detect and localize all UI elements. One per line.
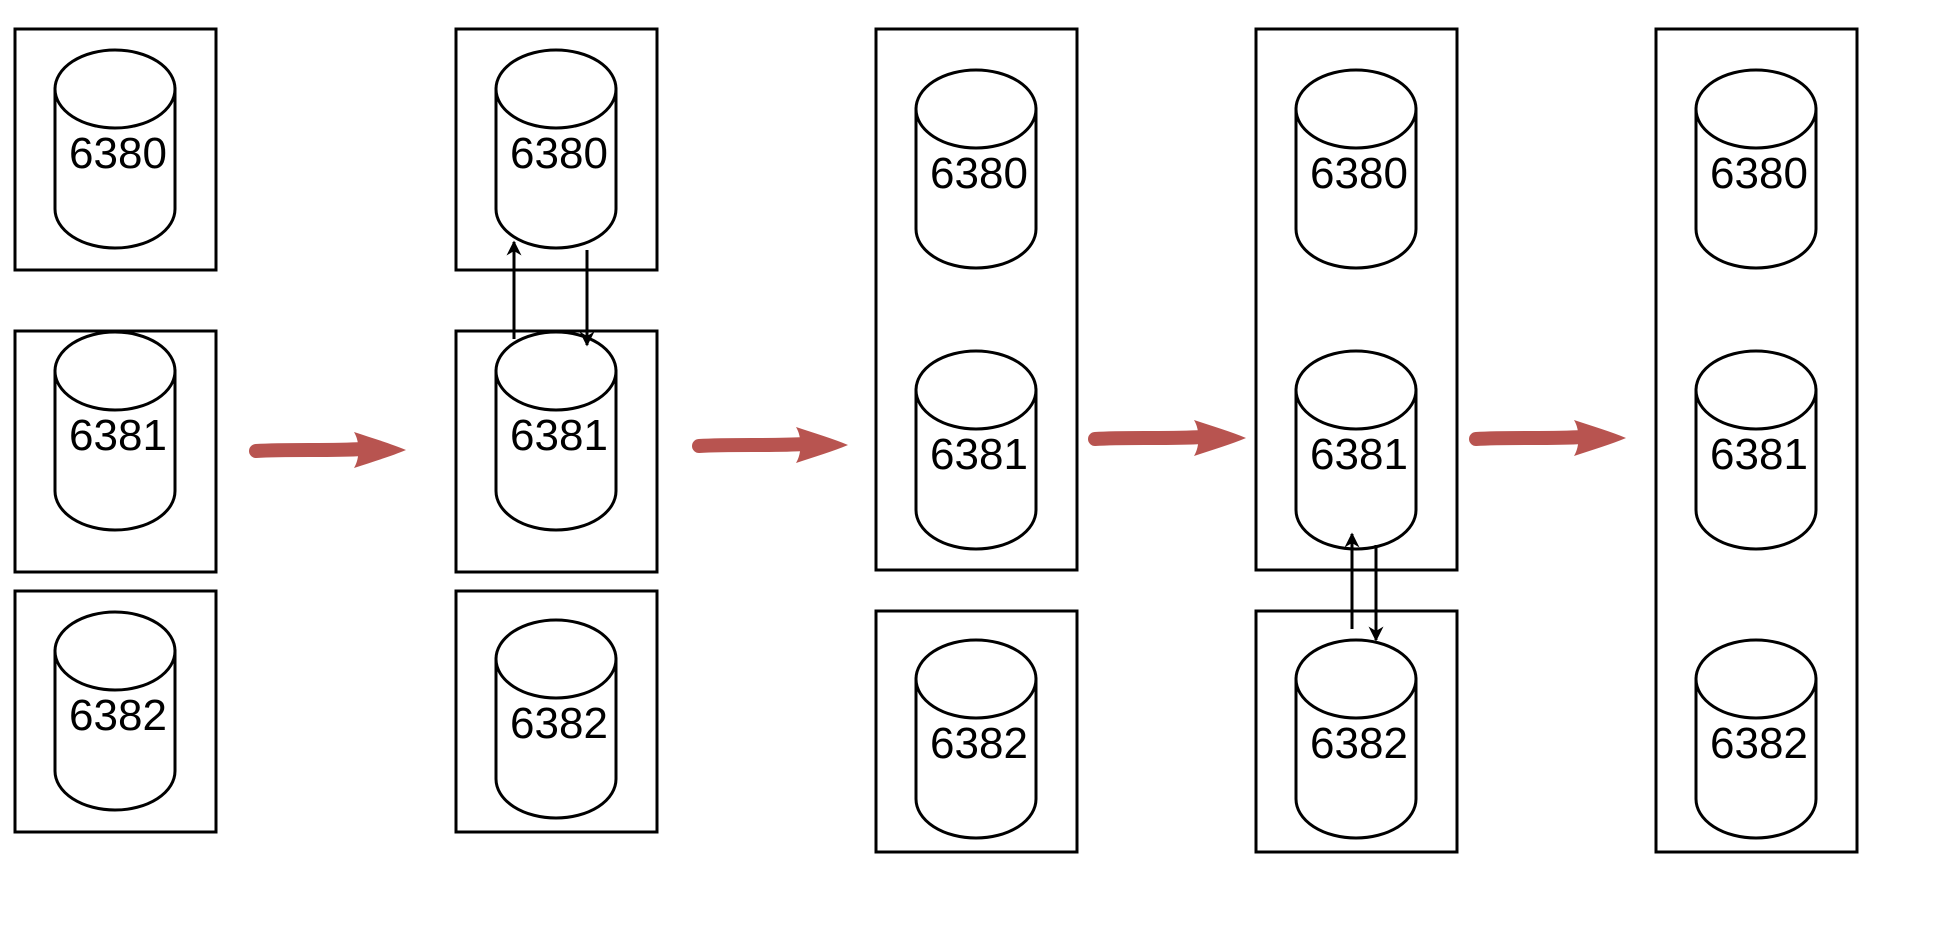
node-box: [13, 27, 218, 272]
node-label: 6380: [1310, 149, 1408, 198]
node-label: 6381: [1310, 430, 1408, 479]
node-label: 6381: [69, 411, 167, 460]
stage-2: 6380 6381 6382: [454, 27, 659, 834]
node-label: 6380: [69, 129, 167, 178]
node-label: 6381: [1710, 430, 1808, 479]
node-label: 6382: [1310, 719, 1408, 768]
node-box: [1254, 609, 1459, 854]
node-box: [13, 589, 218, 834]
node-label: 6380: [1710, 149, 1808, 198]
node-label: 6382: [1710, 719, 1808, 768]
transition-arrow-icon: [1088, 420, 1246, 456]
database-cylinder-icon: 6382: [53, 610, 177, 812]
node-label: 6382: [510, 699, 608, 748]
database-cylinder-icon: 6382: [914, 638, 1038, 840]
node-label: 6380: [930, 149, 1028, 198]
node-box: [1654, 27, 1859, 854]
node-box: [874, 27, 1079, 572]
node-box: [454, 589, 659, 834]
node-box: [874, 609, 1079, 854]
stage-3: 6380 6381 6382: [874, 27, 1079, 854]
database-cylinder-icon: 6381: [53, 330, 177, 532]
transition-arrow-icon: [1469, 420, 1626, 456]
transition-arrow-icon: [249, 432, 406, 468]
node-label: 6381: [510, 411, 608, 460]
database-cylinder-icon: 6381: [914, 349, 1038, 551]
database-cylinder-icon: 6382: [494, 618, 618, 820]
node-box: [1254, 27, 1459, 572]
database-cylinder-icon: 6380: [914, 68, 1038, 270]
node-box: [454, 27, 659, 272]
node-label: 6382: [930, 719, 1028, 768]
database-cylinder-icon: 6380: [53, 48, 177, 250]
database-cylinder-icon: 6381: [1294, 349, 1418, 551]
transition-arrow-icon: [692, 427, 848, 463]
database-cylinder-icon: 6380: [1694, 68, 1818, 270]
database-cylinder-icon: 6380: [1294, 68, 1418, 270]
database-cylinder-icon: 6382: [1694, 638, 1818, 840]
database-cylinder-icon: 6381: [494, 330, 618, 532]
node-label: 6382: [69, 691, 167, 740]
database-cylinder-icon: 6382: [1294, 638, 1418, 840]
database-cylinder-icon: 6380: [494, 48, 618, 250]
database-cylinder-icon: 6381: [1694, 349, 1818, 551]
stage-1: 6380 6381 6382: [13, 27, 218, 834]
stage-5: 6380 6381 6382: [1654, 27, 1859, 854]
stage-4: 6380 6381 6382: [1254, 27, 1459, 854]
node-label: 6380: [510, 129, 608, 178]
node-label: 6381: [930, 430, 1028, 479]
